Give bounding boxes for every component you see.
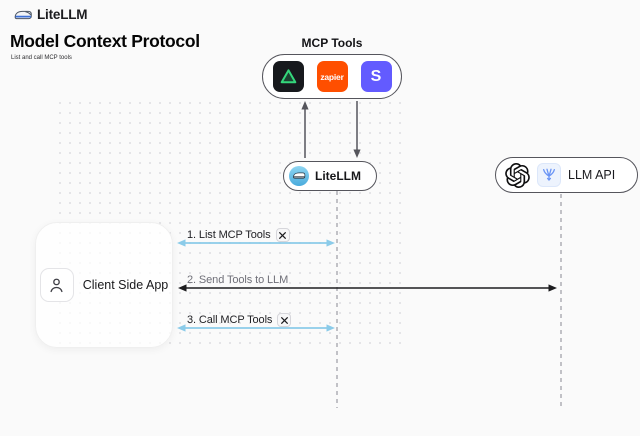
page-subtitle: List and call MCP tools [11, 55, 72, 61]
arrow-label-send-tools-to-llm: 2. Send Tools to LLM [187, 274, 288, 286]
mcp-tools-node: zapier S [262, 54, 402, 99]
model-provider-icon [537, 163, 561, 187]
brand-name: LiteLLM [37, 7, 88, 22]
arrow-3-text: 3. Call MCP Tools [187, 314, 273, 326]
stripe-letter: S [370, 67, 382, 85]
brand: LiteLLM [13, 7, 88, 22]
mcp-tools-label: MCP Tools [301, 36, 363, 50]
tools-icon [275, 228, 290, 242]
arrow-label-list-mcp-tools: 1. List MCP Tools [187, 228, 290, 242]
llm-api-label: LLM API [568, 168, 616, 182]
litellm-icon [289, 166, 309, 186]
green-triangle-tool-icon [272, 61, 304, 92]
llm-api-node: LLM API [495, 157, 638, 193]
user-icon [39, 268, 74, 302]
litellm-node: LiteLLM [283, 161, 377, 191]
arrow-1-text: 1. List MCP Tools [187, 229, 271, 241]
client-side-app-node: Client Side App [35, 222, 173, 348]
litellm-logo-icon [14, 10, 32, 19]
openai-icon [505, 162, 530, 188]
arrow-2-text: 2. Send Tools to LLM [187, 274, 289, 286]
arrow-label-call-mcp-tools: 3. Call MCP Tools [187, 313, 292, 327]
tools-icon [277, 313, 292, 327]
stripe-icon: S [360, 61, 392, 92]
litellm-node-label: LiteLLM [315, 169, 361, 183]
client-label: Client Side App [82, 278, 169, 292]
zapier-icon: zapier [316, 61, 348, 92]
zapier-wordmark: zapier [320, 71, 344, 82]
page-title: Model Context Protocol [10, 31, 200, 51]
